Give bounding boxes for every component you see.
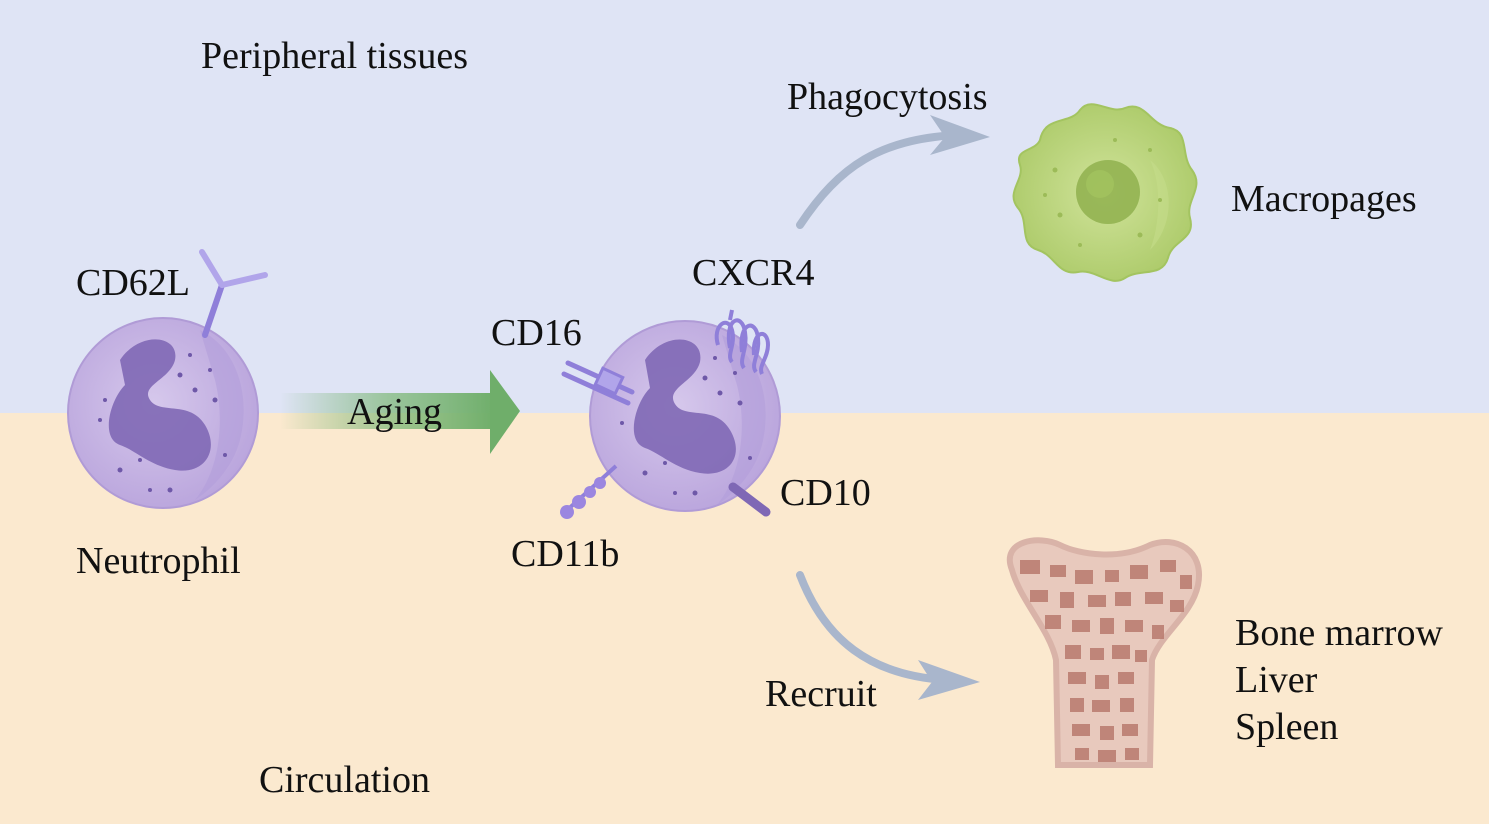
bone-organ [1006, 537, 1203, 768]
macrophages-label: Macropages [1231, 178, 1417, 220]
aging-arrow [280, 370, 520, 454]
recruit-arrow [796, 571, 980, 700]
liver-label: Liver [1235, 659, 1318, 701]
phagocytosis-arrow [796, 115, 990, 229]
cd10-receptor [728, 482, 771, 517]
cd11b-receptor [560, 464, 618, 519]
spleen-label: Spleen [1235, 706, 1339, 748]
cd16-label: CD16 [491, 312, 582, 354]
cxcr4-receptor [714, 309, 771, 375]
recruit-label: Recruit [765, 673, 877, 715]
aged-neutrophil-cell [589, 320, 781, 512]
cd62l-receptor [199, 249, 268, 338]
cd62l-label: CD62L [76, 262, 190, 304]
bone-marrow-label: Bone marrow [1235, 612, 1443, 654]
cxcr4-label: CXCR4 [692, 252, 815, 294]
circulation-label: Circulation [259, 759, 430, 801]
macrophage-cell [1012, 103, 1198, 282]
phagocytosis-label: Phagocytosis [787, 76, 988, 118]
cd16-receptor [561, 360, 635, 406]
neutrophil-cell [67, 317, 259, 509]
cd11b-label: CD11b [511, 533, 620, 575]
aging-label: Aging [347, 391, 442, 433]
cd10-label: CD10 [780, 472, 871, 514]
peripheral-tissues-label: Peripheral tissues [201, 35, 469, 77]
neutrophil-label: Neutrophil [76, 540, 241, 582]
